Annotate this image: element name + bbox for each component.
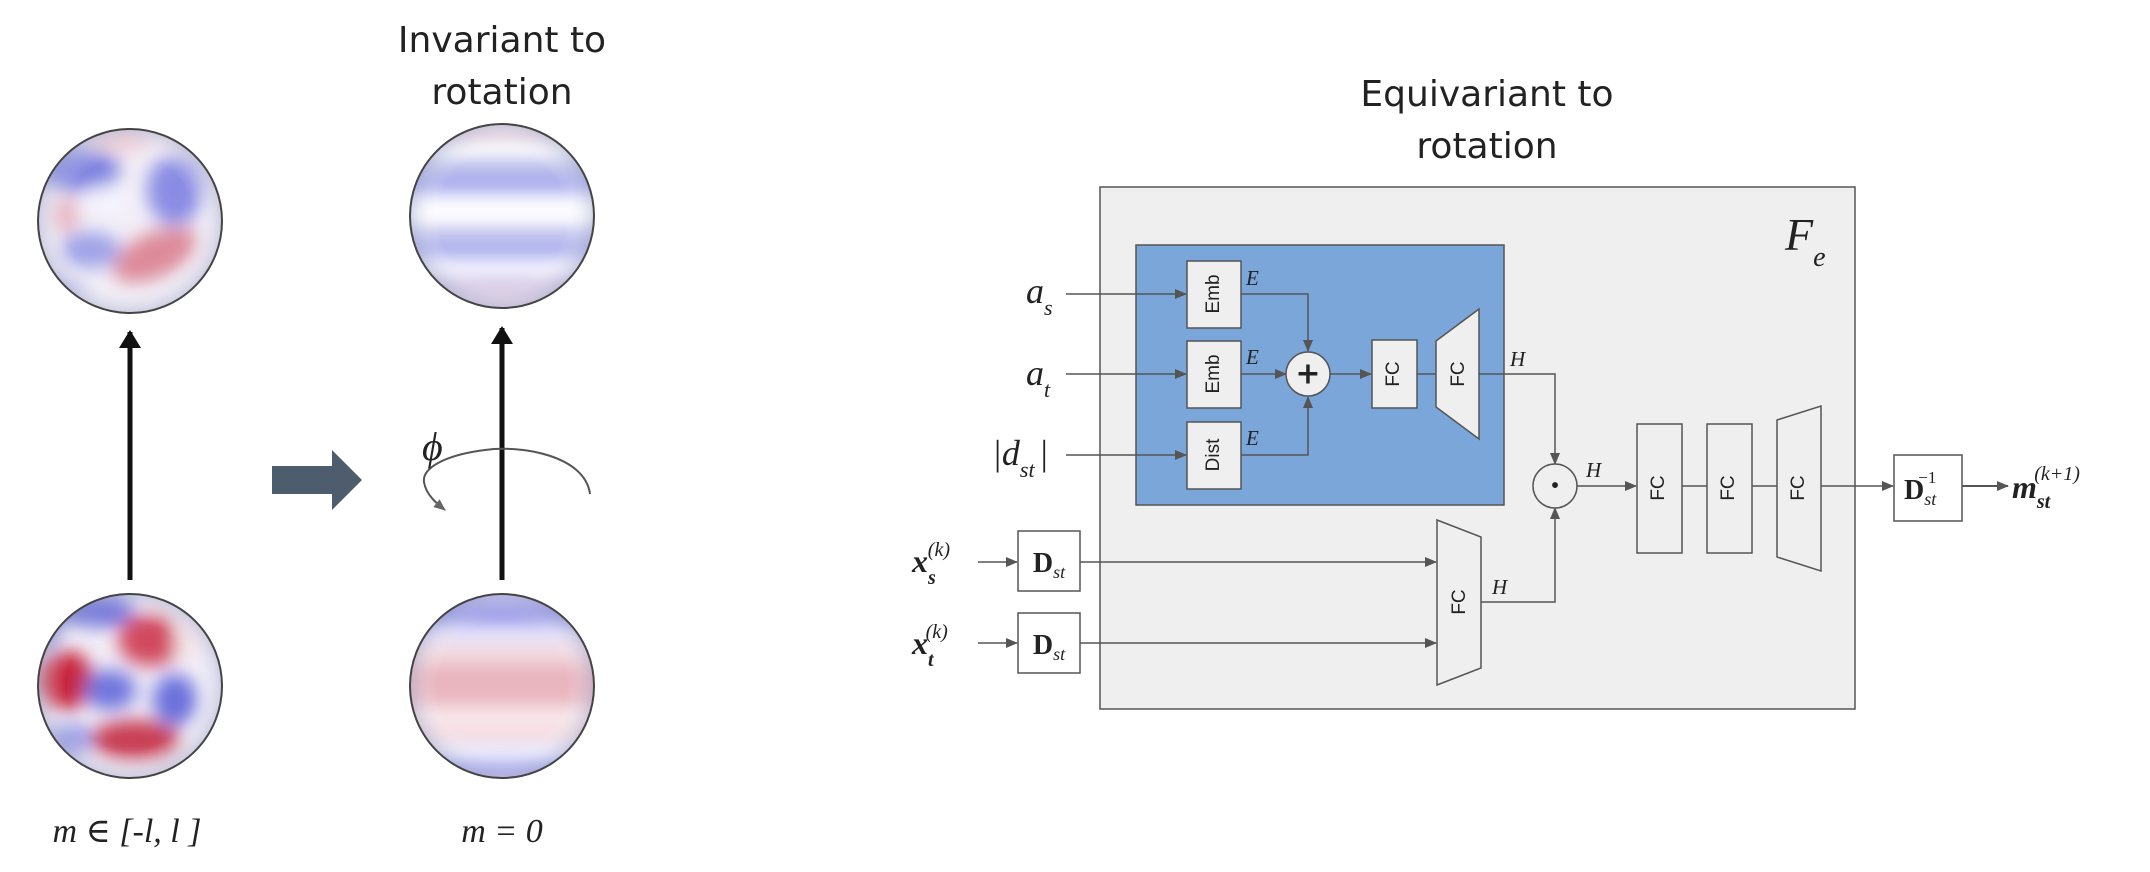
fc-trap-3: FC (1776, 404, 1822, 573)
input-xs: xs(k) (911, 539, 950, 589)
dist-box: Dist (1186, 421, 1242, 490)
D-box-t: Dst (1017, 612, 1081, 674)
big-right-arrow (272, 450, 362, 510)
label-m0: m = 0 (461, 813, 543, 850)
output-m: mst(k+1) (2012, 463, 2080, 513)
phi-label: ϕ (422, 424, 443, 469)
dim-E-2: E (1245, 345, 1259, 369)
svg-text:Dst−1: Dst−1 (1904, 468, 1937, 509)
dim-E-3: E (1245, 426, 1259, 450)
svg-text:FC: FC (1449, 589, 1470, 614)
sphere-random-bottom (37, 593, 223, 779)
plus-node: + (1285, 351, 1331, 397)
left-panel: Invariant to rotation (37, 20, 606, 850)
left-title-line1: Invariant to (398, 20, 606, 61)
edge-dist-plus (1241, 396, 1313, 456)
fc-trap-1: FC (1435, 307, 1480, 441)
svg-text:+: + (1295, 357, 1320, 392)
fc-box-3: FC (1706, 423, 1753, 554)
emb-box-1: Emb (1186, 260, 1242, 329)
edge-fc3-dot (1481, 507, 1560, 603)
right-title-line1: Equivariant to (1360, 74, 1613, 115)
input-xt: xt(k) (911, 621, 948, 671)
emb-box-2: Emb (1186, 340, 1242, 409)
sphere-bands-bottom (409, 593, 595, 779)
svg-text:FC: FC (1718, 475, 1739, 500)
input-as: as (1026, 271, 1053, 320)
right-title-line2: rotation (1416, 126, 1557, 167)
svg-text:•: • (1549, 474, 1561, 498)
dot-node: • (1532, 463, 1578, 509)
dim-H-2: H (1491, 575, 1509, 599)
svg-text:Dst: Dst (1033, 630, 1066, 664)
input-dst: |dst| (992, 433, 1048, 482)
sphere-random-top (37, 128, 223, 314)
rotation-arc (422, 447, 591, 511)
svg-text:FC: FC (1448, 361, 1469, 386)
svg-text:FC: FC (1383, 361, 1404, 386)
svg-text:Dst: Dst (1033, 548, 1066, 582)
edge-fc2-dot (1479, 373, 1560, 465)
svg-text:Emb: Emb (1203, 354, 1224, 393)
left-title-line2: rotation (431, 72, 572, 113)
sphere-bands-top (409, 123, 595, 309)
fc-trap-2: FC (1436, 518, 1482, 687)
svg-text:FC: FC (1788, 475, 1809, 500)
D-inverse-box: Dst−1 (1893, 454, 1963, 522)
input-at: at (1026, 353, 1051, 402)
right-panel: Equivariant to rotation Fe as at |dst| x… (911, 74, 2080, 710)
label-m-range: m ∈ [-l, l ] (53, 813, 202, 850)
svg-text:FC: FC (1648, 475, 1669, 500)
edge-emb1-plus (1241, 293, 1313, 352)
D-box-s: Dst (1017, 530, 1081, 592)
fe-label: Fe (1784, 209, 1826, 273)
fc-box-2: FC (1636, 423, 1683, 554)
svg-text:Dist: Dist (1203, 438, 1224, 471)
svg-text:Emb: Emb (1203, 274, 1224, 313)
dim-E-1: E (1245, 266, 1259, 290)
fc-box-1: FC (1371, 339, 1418, 409)
dim-H-3: H (1585, 458, 1603, 482)
dim-H-1: H (1509, 347, 1527, 371)
